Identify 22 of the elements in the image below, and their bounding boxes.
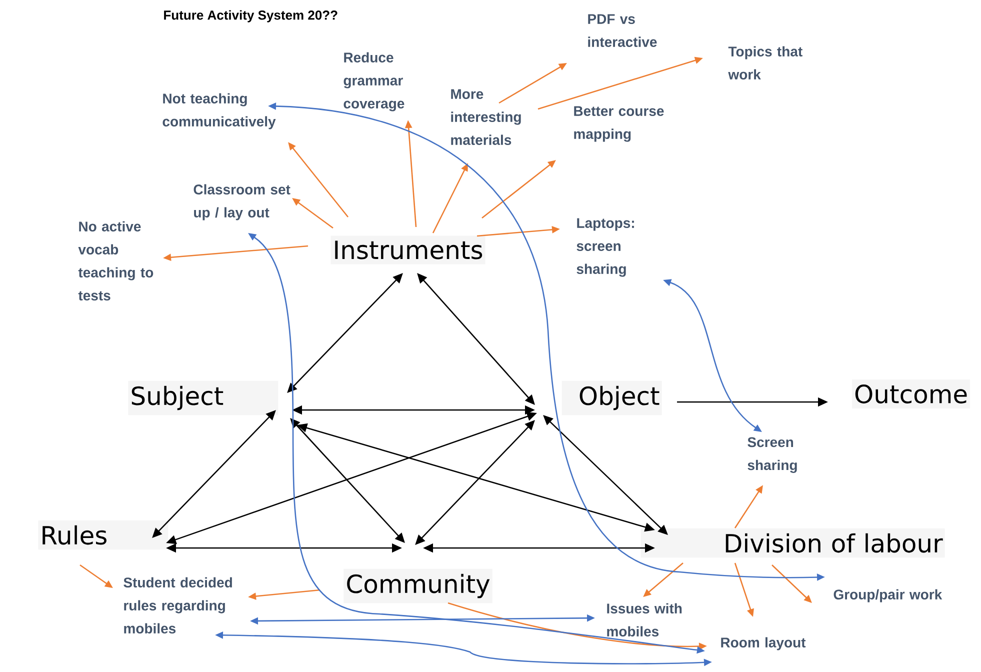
note-text: Reduce grammar coverage: [344, 52, 404, 112]
note-text: Classroom set up / lay out: [194, 184, 290, 220]
note-text: Better course mapping: [574, 106, 664, 142]
title: Future Activity System 20??: [164, 10, 338, 22]
note-text: No active vocab teaching to tests: [78, 221, 154, 300]
note-text: PDF vs interactive: [588, 14, 657, 47]
note-text: Issues with mobiles: [607, 603, 682, 636]
note-text: More interesting materials: [451, 89, 521, 145]
component-label: Instruments: [330, 236, 486, 264]
component-label: Outcome: [852, 380, 970, 408]
component-label: Division of labour: [640, 528, 945, 558]
component-label: Subject: [128, 380, 278, 416]
note-text: Topics that work: [728, 46, 802, 80]
note-text: Room layout: [721, 637, 806, 650]
note-text: Screen sharing: [748, 437, 797, 473]
component-label: Object: [562, 380, 662, 416]
component-label: Community: [344, 568, 492, 604]
note-text: Group/pair work: [834, 589, 942, 602]
note-text: Not teaching communicatively: [162, 93, 276, 130]
component-label: Rules: [38, 520, 168, 550]
note-text: Student decided rules regarding mobiles: [124, 577, 232, 634]
note-text: Laptops: screen sharing: [576, 218, 634, 277]
